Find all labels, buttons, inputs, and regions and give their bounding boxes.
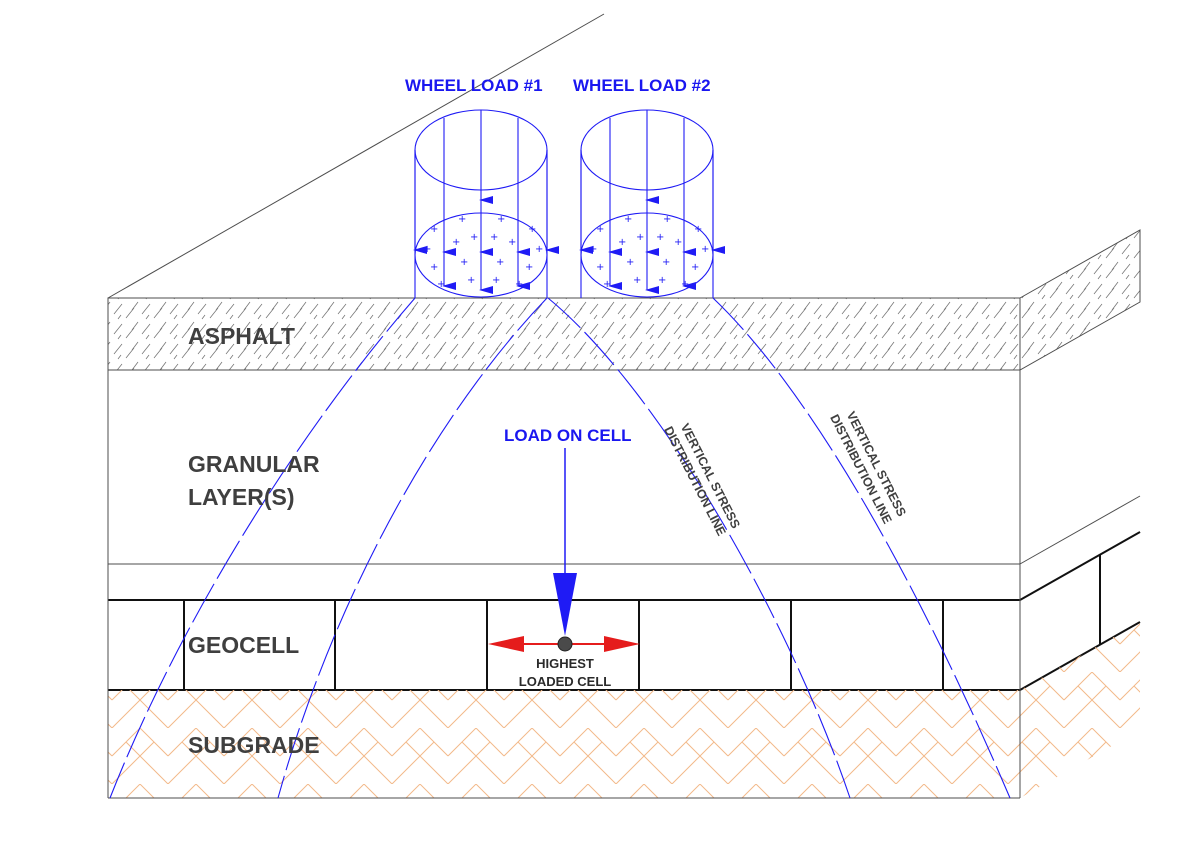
wheel1-plus-marks: ++++ ++++++ ++++ ++++ — [423, 214, 547, 290]
highest-loaded-cell-marker — [557, 636, 573, 652]
subgrade-layer — [108, 690, 1020, 798]
stress-line-wheel1-left — [109, 297, 416, 799]
granular-label-line1: GRANULAR — [188, 451, 320, 477]
geocell-walls — [183, 600, 944, 690]
granular-side-edge — [1019, 495, 1141, 565]
subgrade-label: SUBGRADE — [188, 732, 320, 758]
load-on-cell-arrowhead — [553, 573, 577, 636]
right-red-arrowhead — [604, 636, 640, 652]
asphalt-layer — [107, 297, 1021, 371]
highest-loaded-label-line2: LOADED CELL — [519, 674, 612, 689]
stress-line-wheel2-left — [547, 297, 851, 799]
top-surface-perspective-line — [107, 13, 605, 299]
stress-distribution-lines — [109, 297, 1011, 799]
granular-layer — [107, 369, 1021, 565]
subgrade-side-face — [1020, 622, 1140, 798]
wheel-load-2-label: WHEEL LOAD #2 — [573, 76, 711, 95]
highest-loaded-label-line1: HIGHEST — [536, 656, 594, 671]
geocell-label: GEOCELL — [188, 632, 299, 658]
stress-line-wheel2-right — [712, 297, 1011, 799]
wheel2-plus-marks: ++++ ++++++ ++++ ++++ — [589, 214, 713, 290]
stress-line-wheel1-right — [277, 297, 548, 799]
load-on-cell-label: LOAD ON CELL — [504, 426, 632, 445]
load-on-cell-arrow — [553, 448, 577, 636]
wheel-load-1: ++++ ++++++ ++++ ++++ — [413, 109, 559, 298]
wheel-load-1-label: WHEEL LOAD #1 — [405, 76, 543, 95]
granular-label-line2: LAYER(S) — [188, 484, 295, 510]
left-red-arrowhead — [488, 636, 524, 652]
asphalt-label: ASPHALT — [188, 323, 295, 349]
asphalt-side-face — [1019, 229, 1141, 371]
lateral-spread-arrows — [488, 636, 640, 652]
wheel-load-2: ++++ ++++++ ++++ ++++ — [579, 109, 725, 298]
